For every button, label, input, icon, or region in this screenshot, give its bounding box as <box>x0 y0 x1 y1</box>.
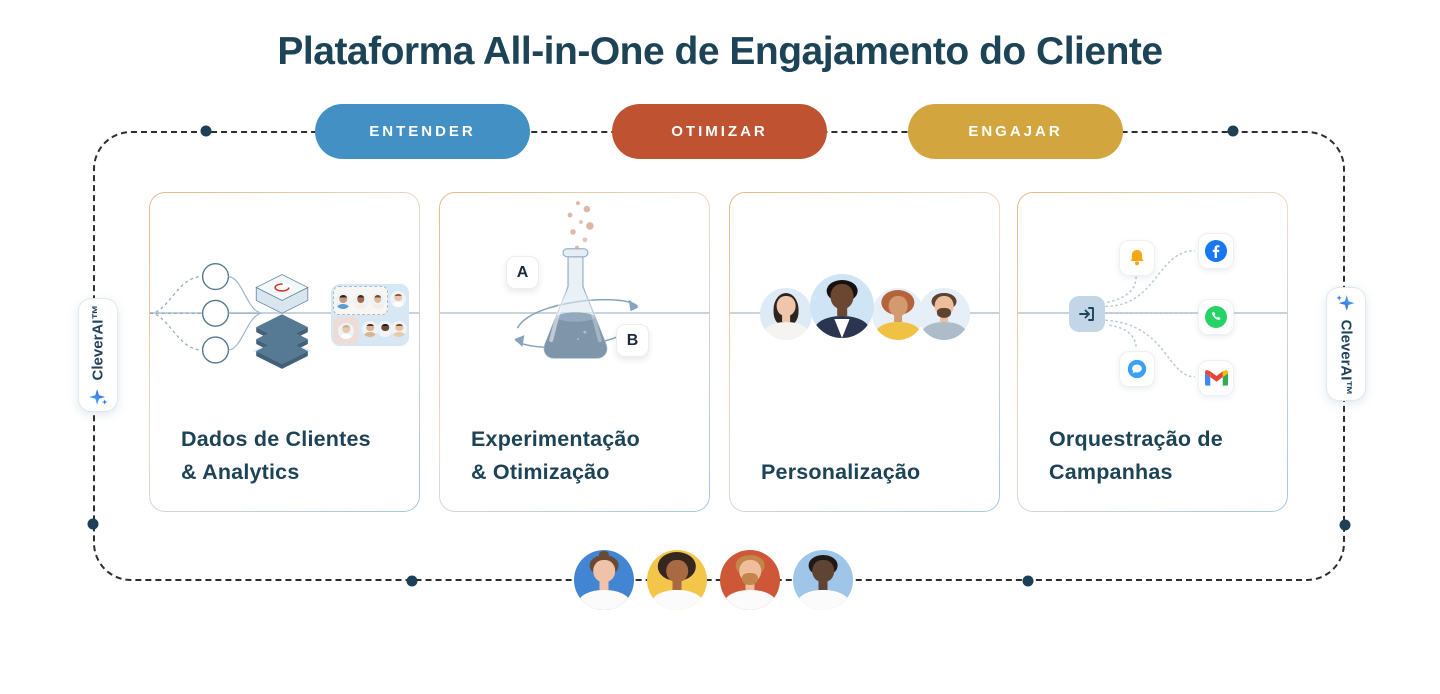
stage-pill-entender[interactable]: ENTENDER <box>315 104 530 159</box>
entry-icon <box>1069 296 1105 332</box>
mini-avatar <box>377 321 393 337</box>
brand-badge-right: CleverAI™ <box>1326 287 1366 401</box>
timeline-node-dot <box>1339 519 1351 531</box>
channel-routing-connectors <box>1105 250 1195 378</box>
segment-box-dashed <box>333 286 388 315</box>
stage-pill-engajar[interactable]: ENGAJAR <box>908 104 1123 159</box>
data-stack-icon <box>252 274 312 369</box>
card-title: Experimentação& Otimização <box>471 427 640 484</box>
mini-avatar <box>352 292 369 309</box>
card-title: Personalização <box>761 460 921 484</box>
audience-avatar-man-beard <box>720 550 780 610</box>
card-personalization: Personalização <box>729 192 1000 512</box>
push-bell-icon <box>1119 240 1155 276</box>
timeline-node-dot <box>87 518 99 530</box>
timeline-node-dot <box>200 125 212 137</box>
audience-avatar-woman-bun <box>574 550 634 610</box>
customer-avatar-woman <box>760 288 812 340</box>
gmail-icon <box>1198 360 1234 396</box>
brand-badge-left: CleverAI™ <box>78 298 118 412</box>
card-title: Dados de Clientes& Analytics <box>181 427 371 484</box>
sparkle-icon <box>1336 294 1355 311</box>
customer-avatar-man-suit <box>810 274 874 338</box>
facebook-icon <box>1198 233 1234 269</box>
mini-avatar <box>391 321 407 337</box>
sparkle-icon <box>89 388 108 405</box>
mini-avatar <box>335 292 352 309</box>
audience-avatar-man <box>793 550 853 610</box>
variant-a-chip: A <box>506 256 539 289</box>
profile-funnel-stack-illustration <box>150 262 312 369</box>
mini-avatar <box>338 322 354 339</box>
timeline-node-dot <box>1022 575 1034 587</box>
timeline-node-dot <box>1227 125 1239 137</box>
audience-avatar-woman-afro <box>647 550 707 610</box>
card-customer-data: Dados de Clientes& Analytics <box>149 192 420 512</box>
page-title: Plataforma All-in-One de Engajamento do … <box>277 30 1163 74</box>
mini-avatar <box>369 292 386 309</box>
chat-icon <box>1119 351 1155 387</box>
customer-avatar-man <box>918 288 970 340</box>
card-experimentation: A B Experimentação& Otimização <box>439 192 710 512</box>
timeline-node-dot <box>406 575 418 587</box>
mini-avatar <box>362 321 378 337</box>
brand-label: CleverAI™ <box>1337 319 1355 395</box>
audience-segments-grid <box>331 284 409 346</box>
mini-avatar <box>390 291 406 307</box>
customer-avatar-woman-curly <box>872 288 924 340</box>
brand-label: CleverAI™ <box>89 304 107 380</box>
segment-box-pink <box>333 317 359 344</box>
connector-line <box>150 312 419 314</box>
whatsapp-icon <box>1198 299 1234 335</box>
stage-pill-otimizar[interactable]: OTIMIZAR <box>612 104 827 159</box>
variant-b-chip: B <box>616 324 649 357</box>
